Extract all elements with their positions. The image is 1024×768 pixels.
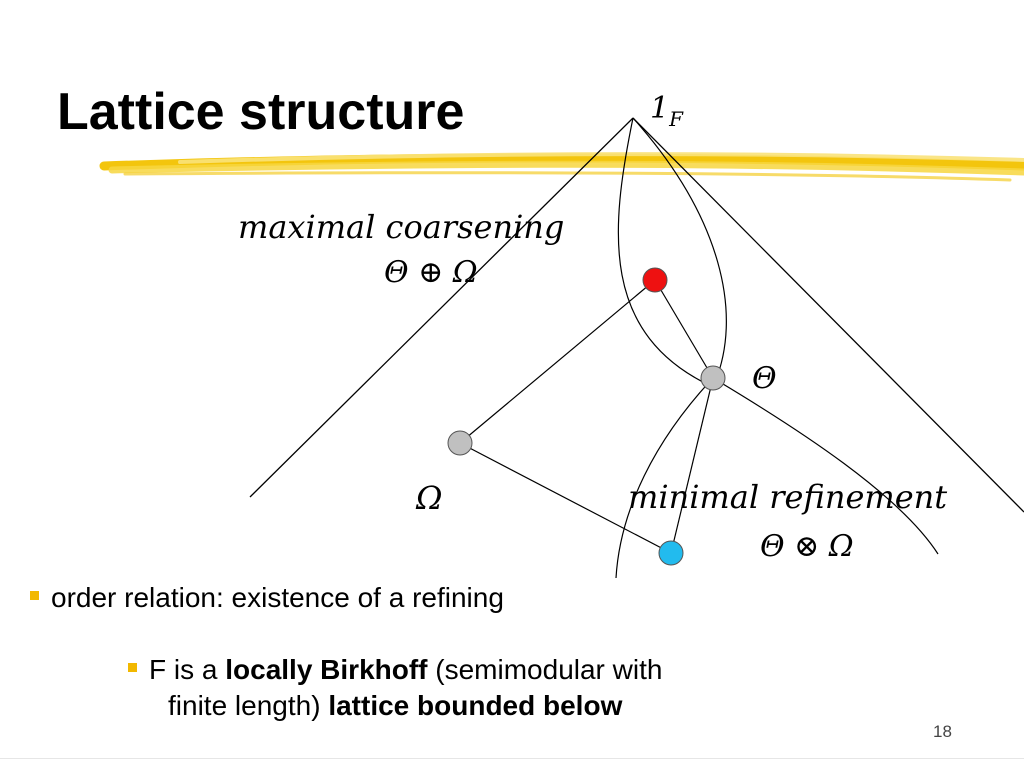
top-element-label: 1F bbox=[650, 91, 684, 131]
bullet-square-icon bbox=[128, 663, 137, 673]
slide-title: Lattice structure bbox=[57, 83, 465, 141]
bullet-level1-text: order relation: existence of a refining bbox=[51, 582, 504, 613]
edge-omega-meet bbox=[459, 442, 672, 554]
omega-label: Ω bbox=[415, 479, 443, 517]
theta-node bbox=[700, 365, 726, 391]
theta-label: Θ bbox=[752, 361, 777, 396]
highlighter-stroke bbox=[99, 152, 1024, 182]
page-number: 18 bbox=[933, 722, 952, 741]
bullet-level2-mid1: (semimodular with bbox=[427, 654, 663, 685]
lower-left-curve bbox=[615, 377, 714, 579]
edge-join-theta bbox=[654, 279, 714, 379]
lens-left-curve bbox=[617, 117, 714, 388]
bullet-level2-mid2: finite length) bbox=[168, 690, 329, 721]
bullet-level1: order relation: existence of a refining bbox=[30, 582, 504, 614]
meet-expression: Θ ⊗ Ω bbox=[760, 529, 854, 564]
omega-node bbox=[447, 430, 473, 456]
meet-caption: minimal refinement bbox=[628, 478, 947, 516]
join-node bbox=[642, 267, 668, 293]
bullet-square-icon bbox=[30, 591, 39, 601]
bullet-level2-pre: F is a bbox=[149, 654, 226, 685]
bullet-level2: F is a locally Birkhoff (semimodular wit… bbox=[128, 652, 662, 724]
bullet-level2-bold-lattice: lattice bounded below bbox=[328, 690, 623, 721]
lens-right-curve bbox=[632, 117, 727, 388]
join-caption: maximal coarsening bbox=[238, 208, 564, 246]
edge-theta-meet bbox=[670, 377, 714, 554]
lattice-left-edge bbox=[249, 117, 634, 498]
bottom-divider bbox=[0, 758, 1024, 759]
lower-right-curve bbox=[712, 377, 939, 555]
bullet-level2-bold-locally-birkhoff: locally Birkhoff bbox=[225, 654, 428, 685]
join-expression: Θ ⊕ Ω bbox=[384, 255, 478, 290]
lattice-right-edge bbox=[632, 117, 1024, 513]
edge-join-omega bbox=[459, 279, 656, 444]
meet-node bbox=[658, 540, 684, 566]
